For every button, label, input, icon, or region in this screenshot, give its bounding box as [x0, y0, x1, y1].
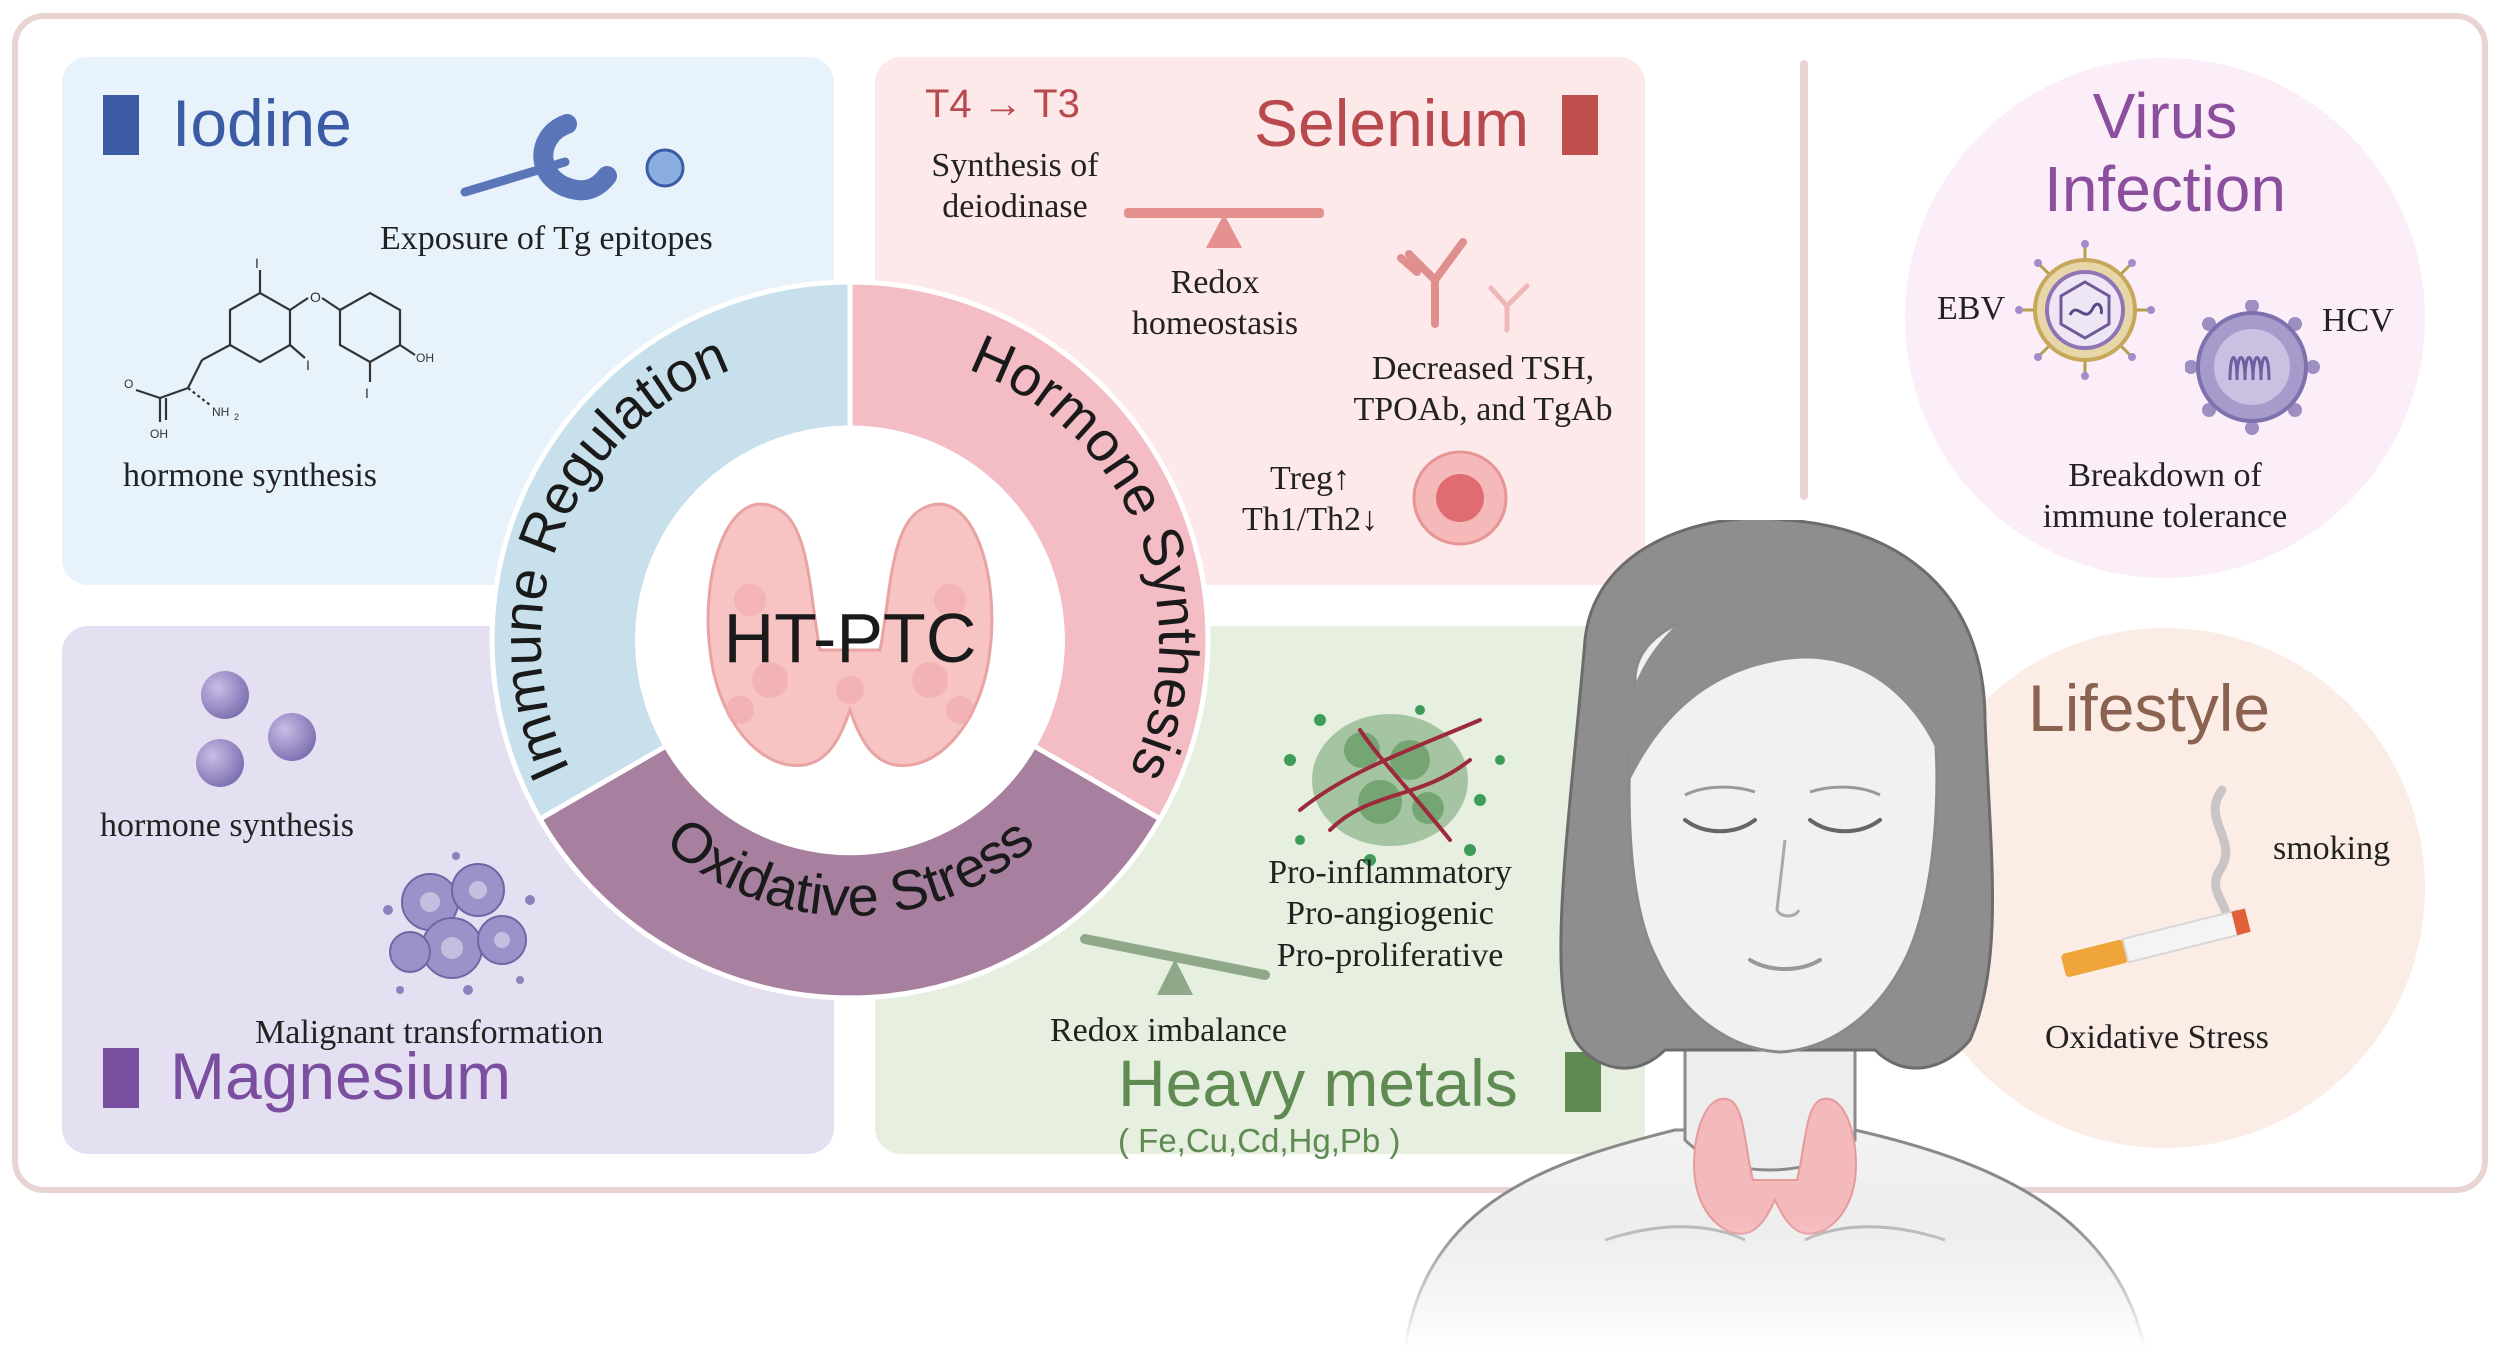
pro-inflammatory: Pro-inflammatory: [1268, 854, 1512, 891]
exposure-label: Exposure of Tg epitopes: [380, 220, 713, 257]
immune-tolerance-line-2: immune tolerance: [2042, 498, 2288, 536]
magnesium-ions-icon: [196, 671, 316, 787]
hcv-label: HCV: [2322, 302, 2394, 339]
redox-homeostasis-label: Redox homeostasis: [1100, 262, 1330, 345]
cigarette-icon: [2061, 785, 2251, 977]
iodine-title: Iodine: [172, 86, 352, 160]
redox-imbalance-label: Redox imbalance: [1050, 1012, 1287, 1049]
center-label: HT-PTC: [724, 599, 977, 677]
deiodinase-line-2: deiodinase: [942, 188, 1088, 226]
redox-line-2: homeostasis: [1131, 305, 1299, 343]
selenium-marker: [1562, 95, 1598, 155]
pro-proliferative: Pro-proliferative: [1276, 936, 1504, 974]
metal-particles-icon: [1284, 705, 1505, 866]
lifestyle-oxidative-label: Oxidative Stress: [2045, 1019, 2269, 1056]
tsh-line-2: TPOAb, and TgAb: [1353, 391, 1613, 429]
deiodinase-label: Synthesis of deiodinase: [900, 145, 1130, 228]
vertical-divider: [1800, 60, 1808, 500]
t-cell-icon: [1412, 450, 1508, 546]
balance-scale-icon: [1124, 208, 1324, 248]
virus-title-line-1: Virus: [2092, 80, 2238, 152]
lifestyle-title: Lifestyle: [2028, 671, 2271, 745]
oxygen-atom: O: [310, 289, 321, 305]
hydroxyl-label: OH: [416, 351, 434, 365]
outer-frame: [12, 13, 2488, 1193]
immune-regulation-segment: [489, 279, 853, 823]
ebv-label: EBV: [1937, 290, 2005, 327]
malignant-cells-icon: [383, 852, 535, 995]
antibody-icon: [1397, 238, 1530, 333]
amine-label: NH: [212, 405, 229, 419]
hcv-virus-icon: [2185, 300, 2320, 435]
tsh-line-1: Decreased TSH,: [1371, 350, 1595, 387]
hormone-synthesis-segment: [847, 279, 1211, 823]
magnesium-title: Magnesium: [170, 1039, 512, 1113]
virus-title-line-2: Infection: [2044, 152, 2286, 225]
thyroxine-molecule-icon: I I I O OH NH 2 O OH: [124, 255, 434, 441]
tg-epitope-icon: [460, 114, 685, 201]
deiodinase-line-1: Synthesis of: [931, 147, 1099, 184]
treg-line-2: Th1/Th2↓: [1242, 501, 1378, 539]
decreased-tsh-label: Decreased TSH, TPOAb, and TgAb: [1328, 348, 1638, 431]
treg-label: Treg↑ Th1/Th2↓: [1235, 458, 1385, 541]
magnesium-marker: [103, 1048, 139, 1108]
redox-line-1: Redox: [1170, 264, 1260, 301]
immune-tolerance-label: Breakdown of immune tolerance: [1985, 455, 2345, 538]
virus-circle: [1905, 58, 2425, 578]
woman-figure-icon: [1385, 520, 2245, 1350]
ebv-virus-icon: [2015, 240, 2155, 380]
thyroid-icon: [706, 502, 994, 768]
immune-tolerance-line-1: Breakdown of: [2068, 457, 2262, 494]
iodine-hormone-label: hormone synthesis: [123, 457, 378, 494]
pro-effects-label: Pro-inflammatory Pro-angiogenic Pro-prol…: [1230, 852, 1550, 976]
pro-angiogenic: Pro-angiogenic: [1286, 895, 1494, 933]
iodine-marker: [103, 95, 139, 155]
t4-t3-label: T4 → T3: [925, 82, 1080, 126]
heavy-metals-marker: [1565, 1052, 1601, 1112]
malignant-label: Malignant transformation: [255, 1014, 604, 1051]
carboxyl-oxygen: O: [124, 377, 133, 391]
selenium-title: Selenium: [1254, 86, 1530, 160]
oxidative-stress-segment: [536, 742, 1164, 1001]
carboxyl-hydroxyl: OH: [150, 427, 168, 441]
iodine-atom-3: I: [365, 385, 369, 401]
central-ring: Immune Regulation Hormone Synthesis Oxid…: [489, 279, 1211, 1001]
virus-title: Virus Infection: [1905, 80, 2425, 226]
amine-subscript: 2: [234, 412, 239, 422]
heavy-metals-title: Heavy metals: [1118, 1046, 1518, 1120]
magnesium-hormone-label: hormone synthesis: [100, 807, 355, 844]
iodine-atom-1: I: [255, 255, 259, 271]
heavy-metals-subtitle: ( Fe,Cu,Cd,Hg,Pb ): [1118, 1122, 1401, 1159]
iodine-atom-2: I: [306, 357, 310, 373]
redox-imbalance-scale-icon: [1080, 934, 1270, 995]
treg-line-1: Treg↑: [1270, 460, 1350, 497]
smoking-label: smoking: [2273, 830, 2391, 867]
